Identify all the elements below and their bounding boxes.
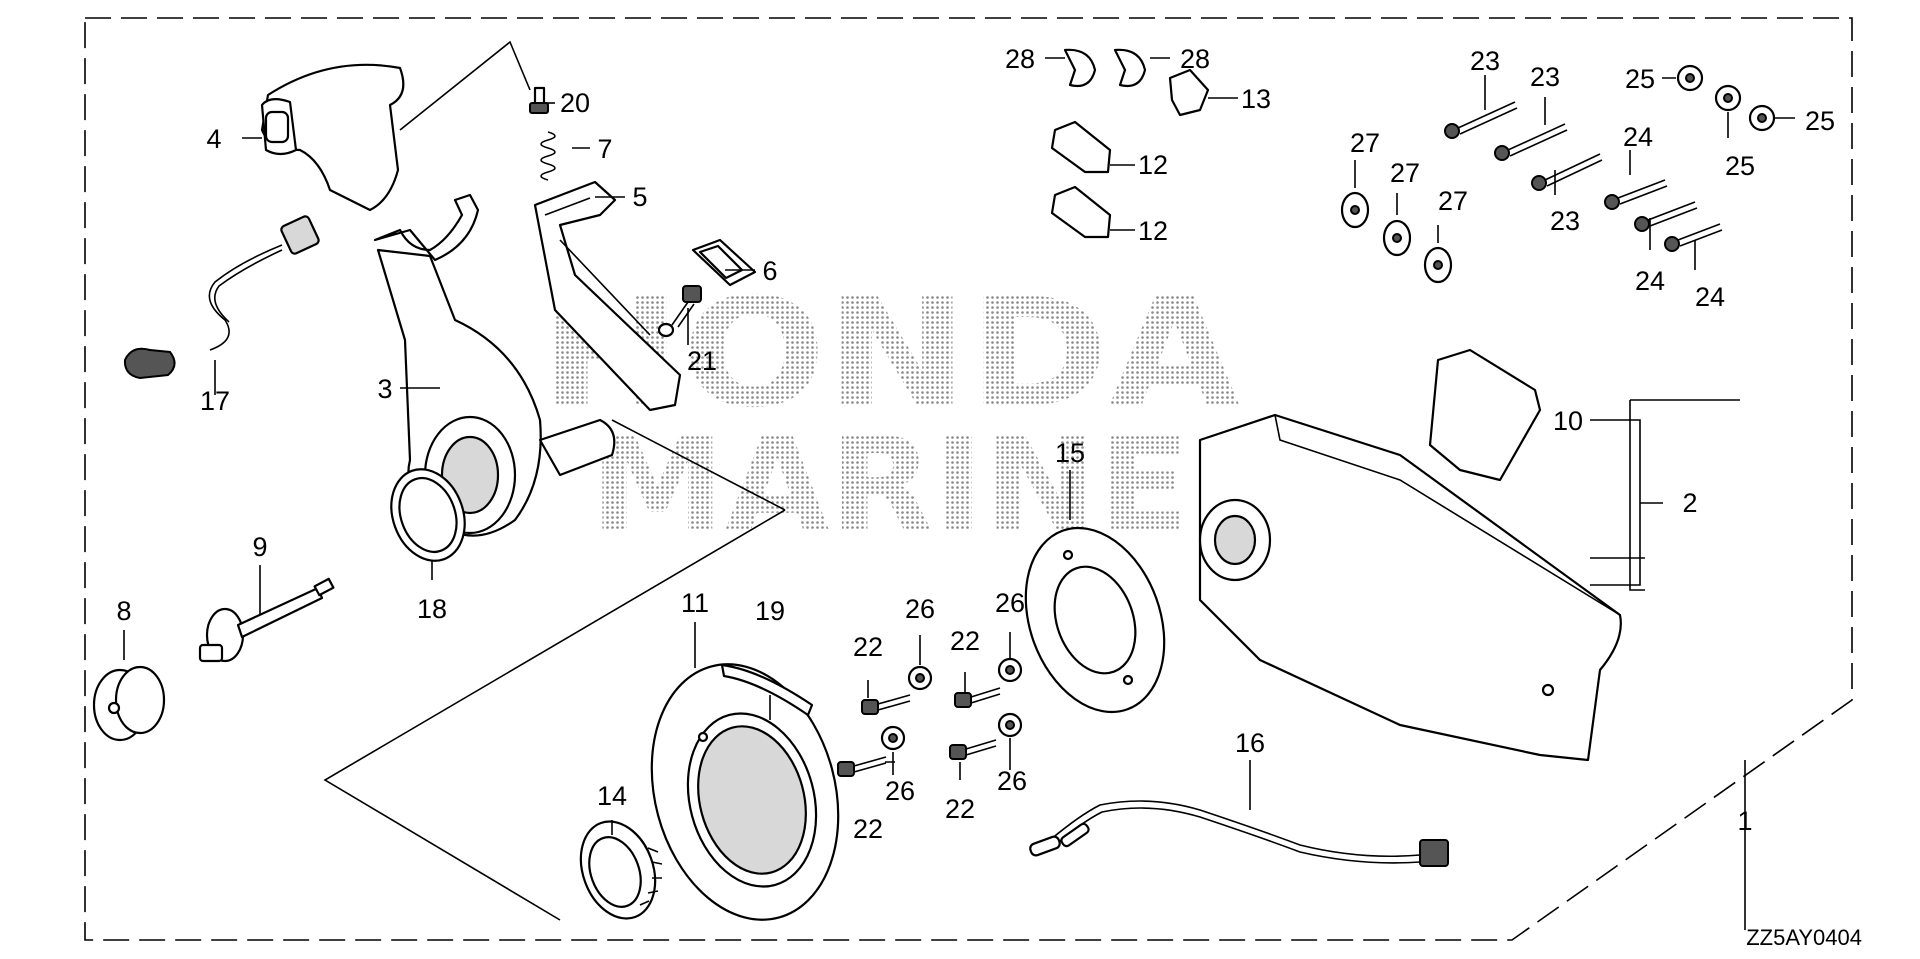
callout-9: 9 <box>252 532 267 562</box>
callout-24b: 24 <box>1635 266 1665 296</box>
callout-23c: 23 <box>1550 206 1580 236</box>
callout-26d: 26 <box>997 766 1027 796</box>
part-21-screw <box>657 285 702 338</box>
callout-3: 3 <box>377 374 392 404</box>
callout-4: 4 <box>206 124 221 154</box>
part-19-strip <box>720 663 814 717</box>
part-23-screws <box>1444 101 1603 191</box>
callout-16: 16 <box>1235 728 1265 758</box>
part-20-screw <box>529 86 549 114</box>
callout-18: 18 <box>417 594 447 624</box>
part-27-washers <box>1340 191 1453 284</box>
part-24-screws <box>1604 179 1723 252</box>
part-16-wire-harness <box>1029 800 1449 867</box>
leader-4-20 <box>399 40 531 131</box>
part-26-washers <box>880 657 1023 751</box>
part-25-nuts <box>1676 64 1776 132</box>
callout-24c: 24 <box>1695 282 1725 312</box>
part-15-plate <box>1024 526 1166 714</box>
callout-28a: 28 <box>1005 44 1035 74</box>
callout-22a: 22 <box>853 632 883 662</box>
assembly-boundary <box>84 17 1853 941</box>
callout-1: 1 <box>1737 806 1752 836</box>
part-7-spring <box>540 131 556 181</box>
callout-12b: 12 <box>1138 216 1168 246</box>
watermark: HONDA MARINE <box>540 267 1240 561</box>
part-13-clip <box>1168 68 1210 117</box>
callout-2: 2 <box>1682 488 1697 518</box>
leader-lower-assembly <box>323 419 786 921</box>
callout-25b: 25 <box>1725 151 1755 181</box>
callout-6: 6 <box>762 256 777 286</box>
callout-15: 15 <box>1055 438 1085 468</box>
callout-11: 11 <box>681 588 709 618</box>
callout-25a: 25 <box>1625 64 1655 94</box>
callout-28b: 28 <box>1180 44 1210 74</box>
callout-24a: 24 <box>1623 122 1653 152</box>
callout-8: 8 <box>116 596 131 626</box>
callout-12a: 12 <box>1138 150 1168 180</box>
callout-19: 19 <box>755 596 785 626</box>
callout-20: 20 <box>560 88 590 118</box>
callout-25c: 25 <box>1805 106 1835 136</box>
callout-27b: 27 <box>1390 158 1420 188</box>
callout-13: 13 <box>1241 84 1271 114</box>
part-14-gear <box>579 820 663 920</box>
part-11-cover-plate <box>650 663 840 921</box>
part-9-shaft <box>198 577 335 663</box>
part-17-switch-harness <box>123 215 320 380</box>
diagram-code: ZZ5AY0404 <box>1746 925 1862 950</box>
callout-26b: 26 <box>885 776 915 806</box>
callout-14: 14 <box>597 781 627 811</box>
callout-26c: 26 <box>995 588 1025 618</box>
part-8-cap <box>92 665 166 742</box>
part-5-bracket <box>533 180 682 412</box>
callout-22b: 22 <box>853 814 883 844</box>
part-22-screws <box>837 687 1001 777</box>
callout-17: 17 <box>200 386 230 416</box>
callout-22c: 22 <box>950 626 980 656</box>
callout-23b: 23 <box>1530 62 1560 92</box>
callout-10: 10 <box>1553 406 1583 436</box>
part-12-links <box>1050 120 1112 239</box>
callout-7: 7 <box>597 134 612 164</box>
leader-lines <box>123 57 1795 930</box>
callout-labels: 1 2 3 4 5 6 7 8 9 10 11 12 12 13 14 15 1… <box>116 44 1862 950</box>
callout-23a: 23 <box>1470 46 1500 76</box>
part-4-lever-grip <box>260 63 405 212</box>
part-2-main-housing <box>1198 413 1622 762</box>
callout-26a: 26 <box>905 594 935 624</box>
callout-22d: 22 <box>945 794 975 824</box>
callout-27c: 27 <box>1438 186 1468 216</box>
callout-5: 5 <box>632 182 647 212</box>
part-28-clips <box>1063 48 1147 88</box>
callout-21: 21 <box>687 346 717 376</box>
part-10-pad <box>1428 348 1542 482</box>
callout-27a: 27 <box>1350 128 1380 158</box>
part-18-gasket-ring <box>390 468 466 562</box>
